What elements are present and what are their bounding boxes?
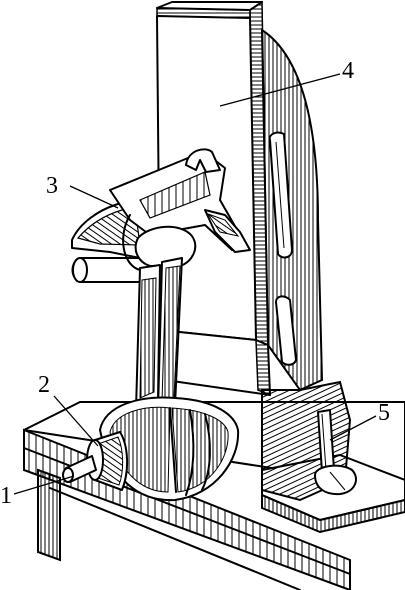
leader-5 (329, 415, 377, 441)
label-5: 5 (378, 400, 390, 426)
label-1: 1 (0, 483, 12, 509)
part-3-clamp (71, 148, 251, 283)
leader-4 (219, 73, 341, 107)
part-5-pin (314, 409, 357, 496)
leader-lines (13, 73, 377, 495)
part-labels: 1 2 3 4 5 (0, 58, 390, 509)
label-4: 4 (342, 58, 354, 84)
leader-1 (13, 475, 75, 495)
connecting-rod (99, 225, 240, 502)
label-3: 3 (46, 173, 58, 199)
leader-3 (69, 185, 119, 209)
part-2-cone (86, 431, 128, 491)
label-2: 2 (38, 372, 50, 398)
leader-2 (53, 395, 99, 447)
